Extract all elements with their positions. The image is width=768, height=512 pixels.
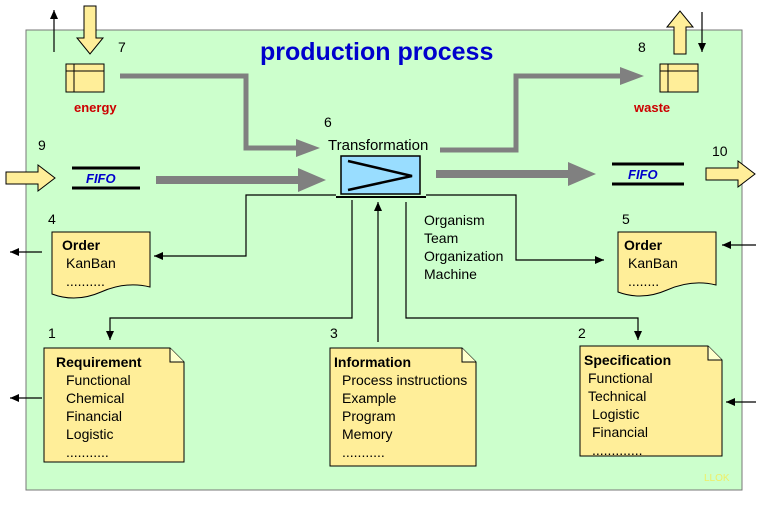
specification-title: Specification bbox=[584, 352, 672, 368]
fifo-in-label: FIFO bbox=[86, 171, 116, 186]
transformation-number: 6 bbox=[324, 114, 332, 130]
order-in-item: KanBan bbox=[66, 255, 116, 271]
order-in-document bbox=[51, 231, 151, 299]
specification-item: Financial bbox=[592, 424, 649, 440]
order-in-number: 4 bbox=[48, 211, 56, 227]
requirement-title: Requirement bbox=[56, 354, 142, 370]
actor-item: Machine bbox=[424, 266, 477, 282]
requirement-text: Requirement Functional Chemical Financia… bbox=[56, 353, 142, 461]
watermark: LLOK bbox=[704, 473, 730, 484]
order-out-title: Order bbox=[624, 237, 663, 253]
fifo-out-number: 10 bbox=[712, 143, 728, 159]
transformation-label: Transformation bbox=[328, 137, 429, 154]
thin-arrows bbox=[10, 10, 756, 406]
waste-output-hollow-arrow bbox=[665, 10, 695, 55]
energy-box bbox=[65, 63, 105, 93]
fifo-output-hollow-arrow bbox=[705, 159, 756, 189]
requirement-item: Functional bbox=[66, 372, 131, 388]
order-out-document bbox=[617, 231, 717, 297]
requirement-item: Logistic bbox=[66, 426, 114, 442]
requirement-number: 1 bbox=[48, 325, 56, 341]
order-in-text: Order KanBan .......... bbox=[62, 236, 116, 290]
specification-note bbox=[579, 345, 723, 457]
fifo-in-number: 9 bbox=[38, 137, 46, 153]
order-out-item: KanBan bbox=[628, 255, 678, 271]
output-flow-arrowhead bbox=[568, 162, 596, 186]
waste-number: 8 bbox=[638, 39, 646, 55]
energy-input-hollow-arrow bbox=[75, 5, 105, 55]
order-in-item: .......... bbox=[66, 273, 105, 289]
requirement-link bbox=[106, 200, 353, 340]
diagram-title: production process bbox=[260, 38, 494, 66]
waste-label: waste bbox=[634, 100, 671, 115]
information-title: Information bbox=[334, 354, 411, 370]
order-in-title: Order bbox=[62, 237, 101, 253]
fifo-in-buffer bbox=[72, 166, 140, 190]
outline-arrows bbox=[5, 5, 756, 193]
order-out-text: Order KanBan ........ bbox=[624, 236, 678, 290]
fifo-input-hollow-arrow bbox=[5, 163, 56, 193]
specification-number: 2 bbox=[578, 325, 586, 341]
actor-item: Organism bbox=[424, 212, 485, 228]
information-item: Process instructions bbox=[342, 372, 468, 388]
transformation-symbol bbox=[347, 159, 413, 192]
order-in-link bbox=[154, 194, 336, 260]
requirement-item: Chemical bbox=[66, 390, 125, 406]
information-item: Program bbox=[342, 408, 396, 424]
actor-item: Organization bbox=[424, 248, 504, 264]
specification-item: ............. bbox=[592, 442, 643, 458]
input-flow-arrowhead bbox=[298, 168, 326, 192]
energy-flow-arrow bbox=[120, 73, 298, 151]
requirement-item: Financial bbox=[66, 408, 123, 424]
specification-item: Logistic bbox=[592, 406, 640, 422]
information-item: Example bbox=[342, 390, 397, 406]
requirement-item: ........... bbox=[66, 444, 109, 460]
information-item: ........... bbox=[342, 444, 385, 460]
fifo-out-buffer bbox=[612, 162, 684, 186]
order-out-item: ........ bbox=[628, 273, 660, 289]
fifo-out-label: FIFO bbox=[628, 167, 658, 182]
waste-flow-arrow bbox=[440, 73, 622, 153]
energy-number: 7 bbox=[118, 39, 126, 55]
actors-list: Organism Team Organization Machine bbox=[424, 211, 503, 283]
specification-text: Specification Functional Technical Logis… bbox=[584, 351, 671, 459]
flow-arrows bbox=[120, 67, 644, 192]
information-text: Information Process instructions Example… bbox=[334, 353, 467, 461]
specification-item: Technical bbox=[588, 388, 647, 404]
waste-box bbox=[659, 63, 699, 93]
specification-link bbox=[405, 202, 642, 340]
waste-flow-arrowhead bbox=[620, 67, 644, 85]
energy-flow-arrowhead bbox=[296, 139, 320, 157]
information-note bbox=[329, 347, 477, 467]
specification-item: Functional bbox=[588, 370, 653, 386]
order-out-link bbox=[426, 194, 604, 264]
order-out-number: 5 bbox=[622, 211, 630, 227]
information-number: 3 bbox=[330, 325, 338, 341]
energy-label: energy bbox=[74, 100, 117, 115]
actor-item: Team bbox=[424, 230, 459, 246]
information-item: Memory bbox=[342, 426, 393, 442]
requirement-note bbox=[43, 347, 185, 463]
